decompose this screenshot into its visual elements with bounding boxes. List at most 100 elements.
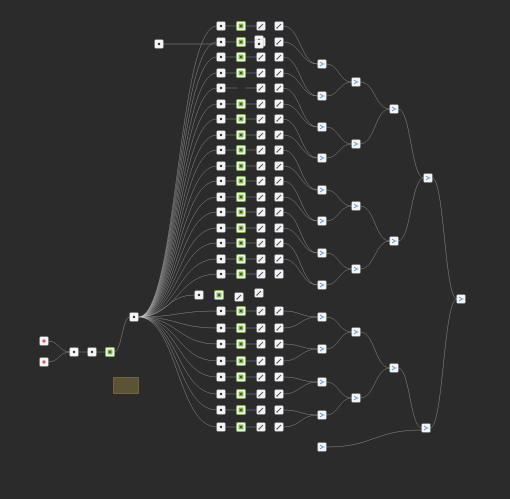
- row-node[interactable]: [217, 53, 225, 61]
- merge-node[interactable]: [352, 78, 360, 86]
- row-node[interactable]: [237, 340, 245, 348]
- row-node[interactable]: [237, 423, 245, 431]
- merge-node[interactable]: [318, 411, 326, 419]
- process-node[interactable]: [106, 348, 114, 356]
- merge-node[interactable]: [318, 249, 326, 257]
- row-node[interactable]: [237, 390, 245, 398]
- edit-node[interactable]: [275, 224, 283, 232]
- edit-node[interactable]: [275, 208, 283, 216]
- merge-node[interactable]: [318, 123, 326, 131]
- row-node[interactable]: [217, 115, 225, 123]
- merge-node[interactable]: [352, 202, 360, 210]
- process-node[interactable]: [70, 348, 78, 356]
- merge-node[interactable]: [318, 60, 326, 68]
- edit-node[interactable]: [257, 390, 265, 398]
- row-node[interactable]: [237, 239, 245, 247]
- edit-node[interactable]: [275, 177, 283, 185]
- row-node[interactable]: [217, 162, 225, 170]
- edit-node[interactable]: [257, 177, 265, 185]
- row-node[interactable]: [217, 307, 225, 315]
- row-node[interactable]: [237, 193, 245, 201]
- edit-node[interactable]: [275, 193, 283, 201]
- edit-node[interactable]: [275, 22, 283, 30]
- edit-node[interactable]: [275, 324, 283, 332]
- merge-node[interactable]: [318, 443, 326, 451]
- edit-node[interactable]: [257, 239, 265, 247]
- merge-node[interactable]: [352, 140, 360, 148]
- edit-node[interactable]: [257, 69, 265, 77]
- edit-node[interactable]: [275, 255, 283, 263]
- row-node[interactable]: [237, 53, 245, 61]
- row-node[interactable]: [237, 162, 245, 170]
- edit-node[interactable]: [275, 131, 283, 139]
- edit-node[interactable]: [235, 293, 243, 301]
- edit-node[interactable]: [275, 270, 283, 278]
- row-node[interactable]: [217, 193, 225, 201]
- edit-node[interactable]: [257, 307, 265, 315]
- row-node[interactable]: [217, 423, 225, 431]
- row-node[interactable]: [217, 270, 225, 278]
- row-node[interactable]: [237, 131, 245, 139]
- row-node[interactable]: [237, 224, 245, 232]
- edit-node[interactable]: [257, 84, 265, 92]
- edit-node[interactable]: [275, 38, 283, 46]
- edit-node[interactable]: [275, 390, 283, 398]
- edit-node[interactable]: [257, 340, 265, 348]
- process-node[interactable]: [88, 348, 96, 356]
- row-node[interactable]: [237, 307, 245, 315]
- merge-node[interactable]: [352, 265, 360, 273]
- merge-node[interactable]: [318, 281, 326, 289]
- merge-node[interactable]: [352, 328, 360, 336]
- edit-node[interactable]: [257, 193, 265, 201]
- edit-node[interactable]: [275, 340, 283, 348]
- merge-node[interactable]: [390, 105, 398, 113]
- row-node[interactable]: [217, 224, 225, 232]
- row-node[interactable]: [217, 69, 225, 77]
- row-node[interactable]: [217, 239, 225, 247]
- row-node[interactable]: [217, 340, 225, 348]
- edit-node[interactable]: [257, 270, 265, 278]
- row-node[interactable]: [215, 291, 223, 299]
- merge-node[interactable]: [352, 394, 360, 402]
- row-node[interactable]: [237, 177, 245, 185]
- edit-node[interactable]: [275, 100, 283, 108]
- merge-node[interactable]: [318, 154, 326, 162]
- top-node[interactable]: [155, 40, 163, 48]
- row-node[interactable]: [237, 357, 245, 365]
- merge-node[interactable]: [318, 92, 326, 100]
- row-node[interactable]: [195, 291, 203, 299]
- merge-node[interactable]: [422, 424, 430, 432]
- row-node[interactable]: [217, 84, 225, 92]
- row-node[interactable]: [217, 100, 225, 108]
- row-node[interactable]: [217, 406, 225, 414]
- edit-node[interactable]: [275, 423, 283, 431]
- edit-node[interactable]: [275, 146, 283, 154]
- row-node[interactable]: [217, 255, 225, 263]
- edit-node[interactable]: [275, 115, 283, 123]
- edit-node[interactable]: [257, 146, 265, 154]
- row-node[interactable]: [237, 146, 245, 154]
- edit-node[interactable]: [257, 162, 265, 170]
- row-node[interactable]: [237, 69, 245, 77]
- row-node[interactable]: [217, 324, 225, 332]
- row-node[interactable]: [217, 22, 225, 30]
- trigger-node[interactable]: [40, 358, 48, 366]
- edit-node[interactable]: [257, 324, 265, 332]
- row-node[interactable]: [217, 373, 225, 381]
- row-node[interactable]: [217, 357, 225, 365]
- row-node[interactable]: [217, 38, 225, 46]
- row-node[interactable]: [237, 255, 245, 263]
- merge-node[interactable]: [318, 186, 326, 194]
- edit-node[interactable]: [257, 406, 265, 414]
- edit-node[interactable]: [255, 289, 263, 297]
- edit-node[interactable]: [275, 84, 283, 92]
- row-node[interactable]: [255, 40, 263, 48]
- edit-node[interactable]: [275, 162, 283, 170]
- edit-node[interactable]: [275, 373, 283, 381]
- row-node[interactable]: [217, 208, 225, 216]
- edit-node[interactable]: [257, 115, 265, 123]
- row-node[interactable]: [217, 390, 225, 398]
- final-merge-node[interactable]: [457, 295, 465, 303]
- row-node[interactable]: [217, 131, 225, 139]
